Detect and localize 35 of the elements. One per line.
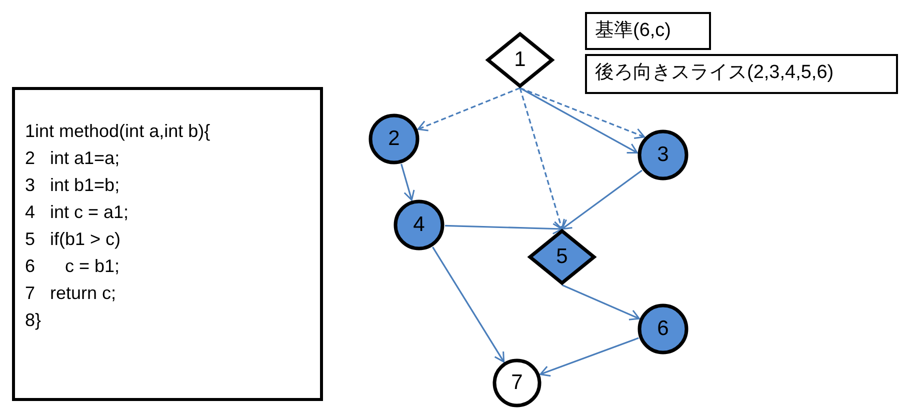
node-circle <box>394 200 444 250</box>
slice-label: 後ろ向きスライス(2,3,4,5,6) <box>585 54 898 94</box>
arrow <box>520 87 638 154</box>
code-line: 5 if(b1 > c) <box>25 228 122 251</box>
arrow <box>519 88 565 230</box>
arrow <box>561 170 642 230</box>
node-circle <box>369 114 419 164</box>
arrow <box>400 164 415 201</box>
code-line: 1int method(int a,int b){ <box>25 120 212 143</box>
node-circle <box>638 130 688 180</box>
arrow <box>444 223 563 234</box>
node-number: 7 <box>510 371 524 395</box>
decision-diamond <box>528 229 596 285</box>
criterion-label: 基準(6,c) <box>585 12 711 50</box>
node-number: 1 <box>513 48 527 72</box>
code-line: 8} <box>25 309 42 332</box>
node-number: 4 <box>412 213 426 237</box>
code-line: 4 int c = a1; <box>25 201 130 224</box>
arrow <box>520 87 646 139</box>
code-line: 2 int a1=a; <box>25 147 121 170</box>
arrow <box>540 337 639 377</box>
decision-diamond <box>486 32 554 88</box>
code-line: 6 c = b1; <box>25 255 121 278</box>
node-number: 5 <box>555 245 569 269</box>
code-line: 7 return c; <box>25 282 118 305</box>
node-number: 2 <box>387 127 401 151</box>
node-number: 6 <box>656 317 670 341</box>
arrow <box>417 87 520 132</box>
arrow <box>562 284 640 320</box>
node-circle <box>493 359 541 407</box>
code-line: 3 int b1=b; <box>25 174 121 197</box>
node-circle <box>638 304 688 354</box>
code-box <box>12 87 323 401</box>
node-number: 3 <box>656 143 670 167</box>
arrow <box>432 246 505 363</box>
